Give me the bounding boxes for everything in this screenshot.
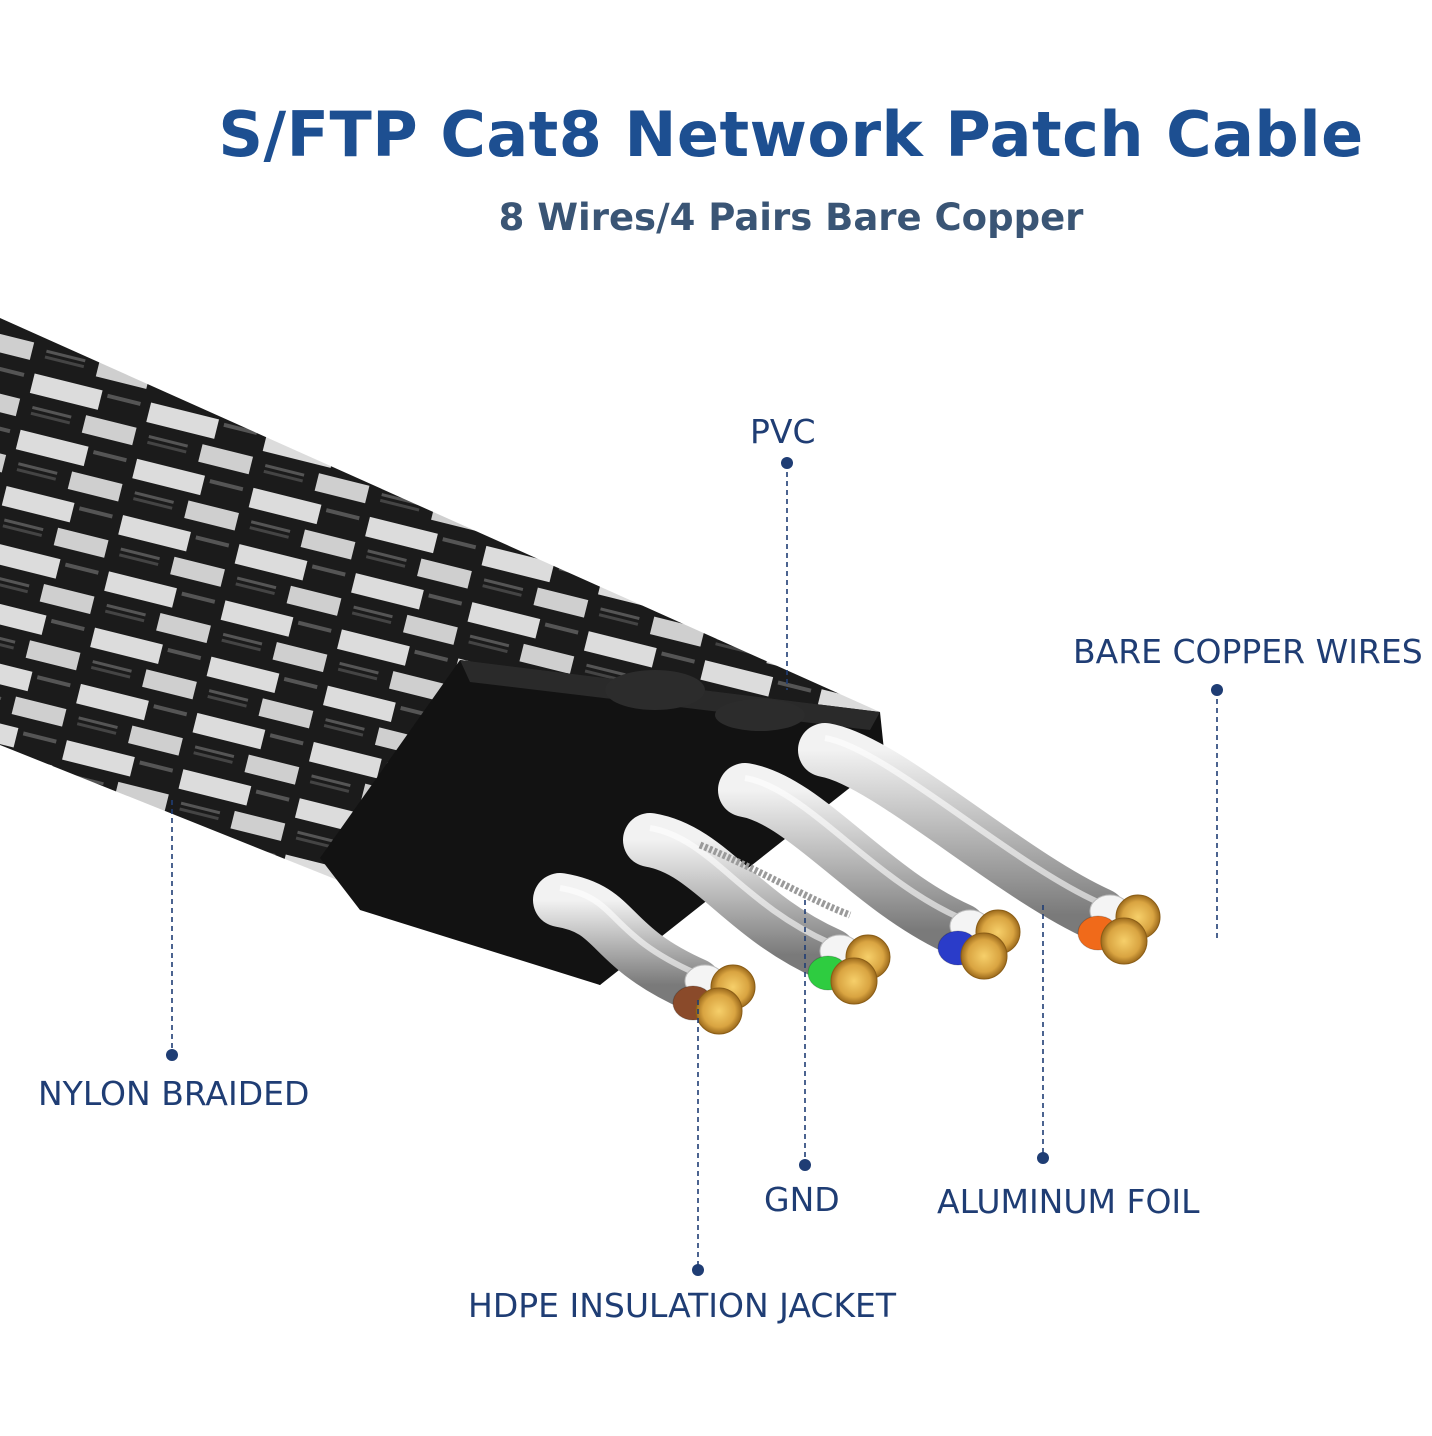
label-gnd: GND bbox=[764, 1180, 840, 1219]
dot-foil bbox=[1037, 1152, 1049, 1164]
gnd-drain-wire bbox=[698, 841, 852, 919]
pair-brown-foil bbox=[533, 873, 722, 1012]
callout-dots bbox=[166, 457, 1223, 1276]
label-hdpe-insulation-jacket: HDPE INSULATION JACKET bbox=[468, 1286, 897, 1325]
pair-brown-copper-b bbox=[695, 987, 743, 1035]
dot-gnd bbox=[799, 1159, 811, 1171]
dot-pvc bbox=[781, 457, 793, 469]
label-bare-copper-wires: BARE COPPER WIRES bbox=[1073, 632, 1423, 671]
page-title: S/FTP Cat8 Network Patch Cable bbox=[218, 98, 1364, 171]
pair-green-foil-shine bbox=[649, 825, 832, 946]
pair-orange-foil-shine bbox=[824, 735, 1102, 906]
label-nylon-braided: NYLON BRAIDED bbox=[38, 1074, 310, 1113]
pair-green-copper-b bbox=[830, 957, 878, 1005]
pair-orange-copper-b bbox=[1100, 917, 1148, 965]
pair-blue-foil bbox=[718, 763, 987, 957]
pvc-slot-1 bbox=[605, 670, 705, 710]
pair-blue-foil-shine bbox=[744, 775, 962, 921]
dot-copper bbox=[1211, 684, 1223, 696]
pair-brown-foil-shine bbox=[559, 885, 697, 976]
callout-leaders bbox=[171, 463, 1218, 1270]
dot-hdpe bbox=[692, 1264, 704, 1276]
pair-green-foil bbox=[623, 813, 857, 982]
pvc-slot-2 bbox=[715, 699, 805, 731]
pair-blue-copper-b bbox=[960, 932, 1008, 980]
label-pvc: PVC bbox=[750, 412, 816, 451]
page-subtitle: 8 Wires/4 Pairs Bare Copper bbox=[498, 196, 1084, 239]
label-aluminum-foil: ALUMINUM FOIL bbox=[937, 1182, 1200, 1221]
pair-orange-foil bbox=[798, 723, 1127, 942]
pvc-jacket bbox=[320, 660, 885, 985]
dot-nylon bbox=[166, 1049, 178, 1061]
